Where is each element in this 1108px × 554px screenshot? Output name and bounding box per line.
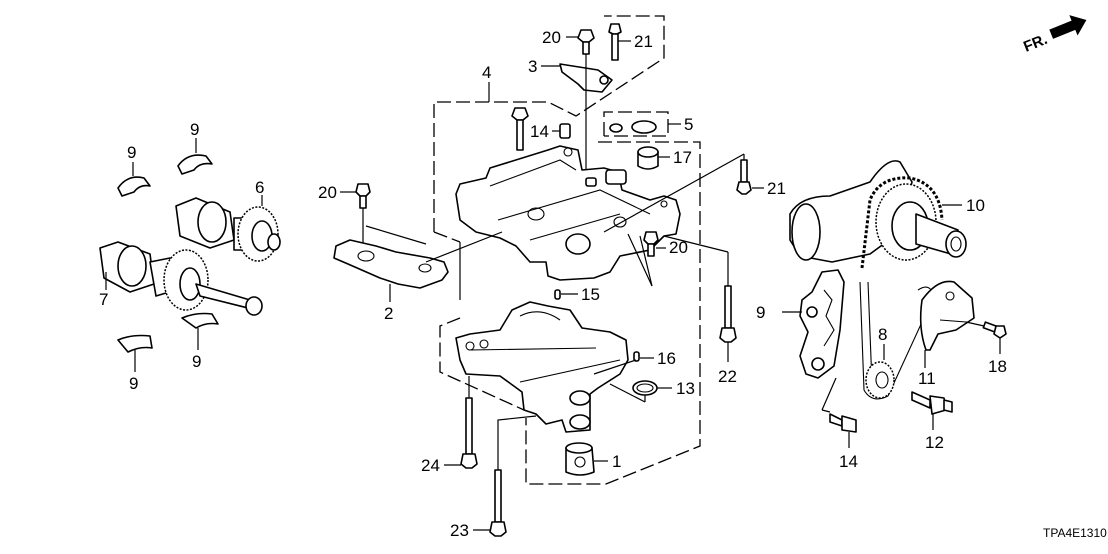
bearing-shell-9c bbox=[181, 312, 219, 350]
bearing-shell-9a bbox=[117, 162, 151, 197]
bolt-21-right: 21 bbox=[603, 153, 786, 233]
lower-holder-group: 15 16 13 bbox=[421, 285, 695, 540]
callout-16: 13 bbox=[676, 379, 695, 398]
holder-bolt bbox=[511, 107, 529, 151]
callout-24: 24 bbox=[421, 456, 440, 475]
baffle-plate: 2 bbox=[333, 225, 503, 323]
callout-3: 3 bbox=[528, 57, 537, 76]
callout-13: 17 bbox=[673, 148, 692, 167]
balancer-shaft-front bbox=[99, 241, 263, 316]
bolt-20-top: 20 bbox=[542, 28, 595, 176]
long-bolt-24: 24 bbox=[421, 376, 478, 475]
balancer-holder-upper bbox=[455, 145, 681, 281]
balancer-shaft-group: 9 9 6 7 9 9 bbox=[99, 120, 281, 393]
long-bolt-22: 22 bbox=[663, 235, 737, 386]
bolt-21-top: 21 bbox=[608, 23, 653, 61]
o-ring: 13 bbox=[609, 379, 695, 403]
callout-9: 9 bbox=[192, 352, 201, 371]
callout-11: 11 bbox=[918, 369, 936, 388]
callout-2: 2 bbox=[384, 304, 393, 323]
dowel-pin-17: 14 bbox=[530, 122, 571, 141]
callout-5: 5 bbox=[684, 115, 693, 134]
callout-20: 20 bbox=[669, 238, 688, 257]
dowel-pin-18-right: 16 bbox=[593, 349, 676, 375]
flange-bolt-15: 12 bbox=[911, 391, 953, 452]
balancer-chain bbox=[860, 176, 944, 269]
callout-9: 9 bbox=[129, 374, 138, 393]
callout-1: 1 bbox=[612, 452, 621, 471]
bolt-20-center: 20 bbox=[627, 231, 688, 287]
chain-drive-group: 10 9 8 11 bbox=[756, 160, 1007, 471]
chain-tensioner-arm: 11 bbox=[918, 280, 975, 388]
bearing-shell-9b bbox=[177, 138, 213, 175]
callout-12: 9 bbox=[756, 303, 765, 322]
upper-holder-group: 4 3 20 21 5 bbox=[318, 15, 786, 485]
oil-screen-bracket: 3 bbox=[528, 57, 613, 93]
dowel-pin-18-top: 15 bbox=[554, 285, 600, 304]
chain-guide: 9 bbox=[756, 269, 845, 379]
callout-23: 23 bbox=[450, 521, 469, 540]
fr-label: FR. bbox=[1021, 31, 1050, 56]
balancer-holder-lower bbox=[455, 301, 629, 433]
callout-14: 14 bbox=[839, 452, 858, 471]
bearing-shell-9d bbox=[117, 334, 153, 372]
bolt-20-left: 20 bbox=[318, 183, 371, 254]
balancer-shaft-rear bbox=[175, 195, 281, 262]
callout-15: 12 bbox=[925, 433, 944, 452]
drive-sprocket: 8 bbox=[865, 325, 895, 399]
callout-6: 6 bbox=[255, 178, 264, 197]
front-direction-marker: FR. bbox=[1021, 15, 1087, 56]
front-arrow-icon bbox=[1049, 15, 1087, 39]
callout-17: 14 bbox=[530, 122, 549, 141]
callout-21: 21 bbox=[634, 32, 653, 51]
callout-22: 22 bbox=[718, 367, 737, 386]
callout-20: 20 bbox=[542, 28, 561, 47]
callout-20: 20 bbox=[318, 183, 337, 202]
callout-7: 7 bbox=[99, 290, 108, 309]
seal-set: 5 bbox=[603, 111, 693, 137]
pivot-bolt: 14 bbox=[821, 377, 858, 471]
callout-9: 9 bbox=[190, 120, 199, 139]
diagram-code: TPA4E1310 bbox=[1043, 526, 1107, 540]
long-bolt-23: 23 bbox=[450, 415, 537, 540]
callout-9: 9 bbox=[127, 143, 136, 162]
callout-18: 16 bbox=[657, 349, 676, 368]
callout-4: 4 bbox=[482, 63, 491, 82]
callout-18: 15 bbox=[581, 285, 600, 304]
callout-21: 21 bbox=[767, 179, 786, 198]
collar: 17 bbox=[637, 146, 692, 170]
callout-8: 8 bbox=[878, 325, 887, 344]
oil-pump-plug: 1 bbox=[565, 442, 621, 476]
callout-19: 18 bbox=[988, 357, 1007, 376]
bolt-19: 18 bbox=[965, 321, 1007, 376]
callout-10: 10 bbox=[966, 196, 985, 215]
